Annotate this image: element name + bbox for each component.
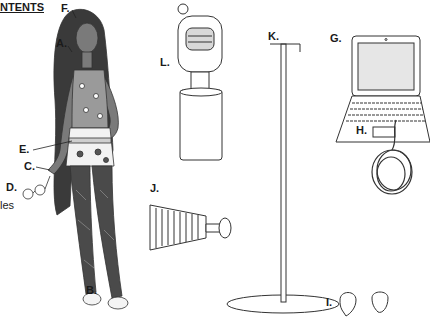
callout-letter: L.: [160, 56, 170, 69]
laptop-camera: [385, 39, 387, 41]
stand-pole: [281, 44, 286, 302]
callout-letter: B.: [86, 284, 97, 297]
earbud: [372, 292, 388, 312]
mic-body: [180, 90, 222, 160]
mic-grille-line: [188, 36, 212, 42]
cord: [372, 120, 412, 194]
top-dot: [84, 108, 89, 113]
leader-line: [36, 167, 50, 170]
callout-letter: G.: [330, 32, 342, 45]
mic-grille: [186, 28, 214, 50]
doll-shoe: [108, 297, 128, 309]
doll-face: [76, 23, 98, 53]
mic-head: [178, 16, 222, 72]
laptop-lid: [352, 36, 420, 96]
doll-belt: [69, 138, 111, 143]
top-dot: [98, 114, 103, 119]
top-dot: [80, 84, 85, 89]
skirt-dot: [77, 151, 83, 157]
laptop-screen: [358, 43, 414, 90]
leader-line: [33, 141, 72, 150]
earbuds: [340, 292, 388, 316]
part-name: les: [0, 199, 14, 212]
callout-letter: C.: [24, 160, 35, 173]
page-heading: NTENTS: [0, 1, 44, 14]
brush: [150, 205, 231, 250]
leader-line: [68, 46, 72, 52]
brush-frame: [150, 205, 206, 250]
cord-loop: [377, 150, 411, 190]
glasses-lens: [35, 185, 45, 195]
laptop-base: [336, 96, 430, 142]
brush-teeth: [156, 208, 198, 248]
mic-body-top: [180, 88, 222, 96]
doll-top: [72, 70, 108, 128]
skirt-dot: [104, 158, 109, 163]
glasses-bridge: [33, 176, 50, 193]
doll-leg: [92, 166, 122, 298]
stand: [227, 44, 339, 313]
callout-letter: I.: [326, 296, 332, 309]
doll-neck: [82, 52, 92, 68]
legging-pattern: [76, 190, 114, 268]
callout-letter: J.: [150, 182, 159, 195]
doll-leg: [70, 166, 96, 294]
stand-hook: [270, 44, 300, 52]
laptop-touchpad: [373, 127, 395, 137]
doll: [23, 9, 128, 309]
brush-handle: [206, 224, 220, 232]
cord-tail: [392, 120, 396, 150]
leader-line: [72, 10, 76, 18]
callout-letter: E.: [19, 143, 29, 156]
brush-knob: [219, 218, 231, 238]
callout-letter: F.: [61, 2, 70, 15]
callout-letter: H.: [356, 124, 367, 137]
cord-loop: [377, 157, 405, 191]
earbud: [340, 293, 356, 317]
cord-loop: [372, 150, 412, 194]
callout-letter: D.: [6, 181, 17, 194]
mic-ring: [178, 4, 188, 14]
callout-letter: K.: [268, 30, 279, 43]
mic-neck: [191, 72, 209, 90]
top-dot: [94, 94, 99, 99]
leader-lines: [33, 10, 76, 170]
doll-skirt: [66, 128, 114, 166]
laptop-keys: [346, 103, 425, 121]
laptop: [336, 36, 430, 142]
microphone: [178, 4, 222, 160]
glasses-lens: [23, 189, 33, 199]
callout-letter: A.: [56, 37, 67, 50]
skirt-dot: [95, 149, 101, 155]
